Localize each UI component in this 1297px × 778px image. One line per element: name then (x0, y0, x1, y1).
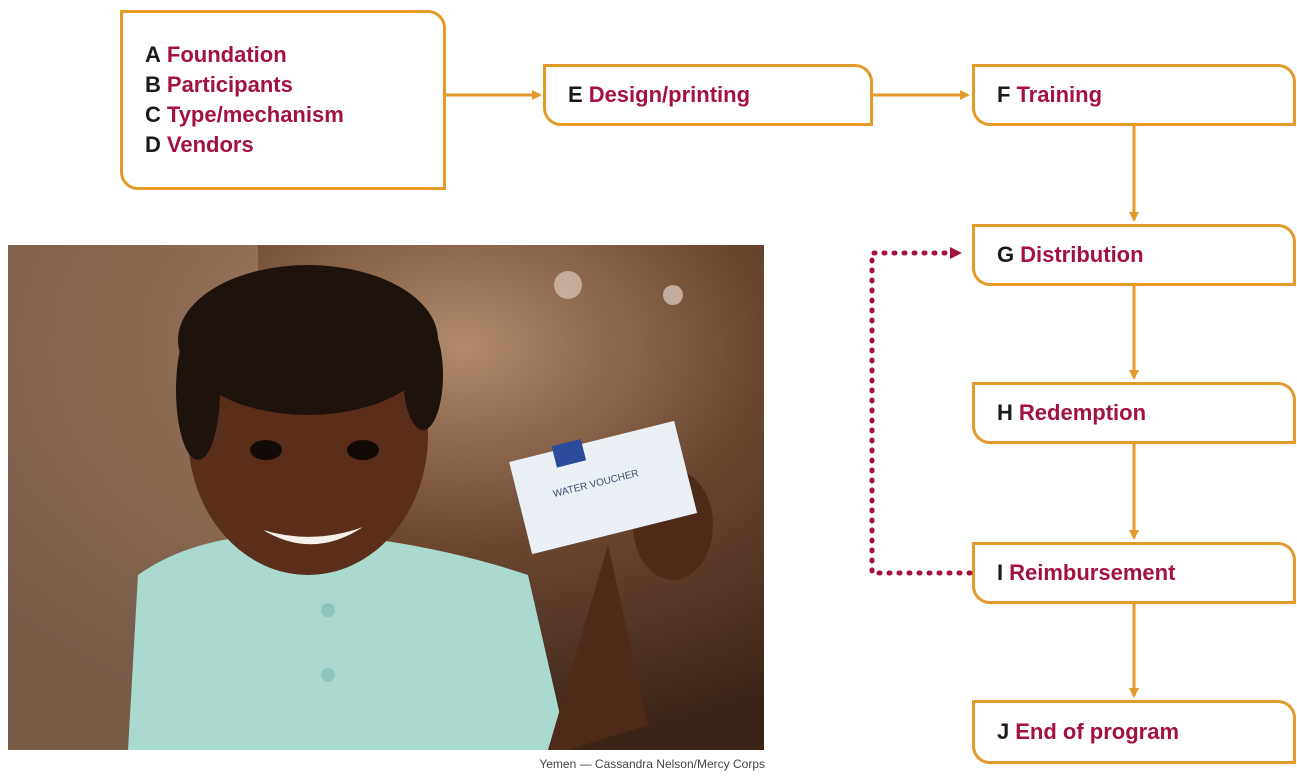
photo-illustration: WATER VOUCHER (8, 245, 764, 750)
loop-i-to-g (869, 247, 973, 576)
photo-girl-with-voucher: WATER VOUCHER (8, 245, 764, 750)
photo-caption: Yemen — Cassandra Nelson/Mercy Corps (539, 757, 765, 771)
